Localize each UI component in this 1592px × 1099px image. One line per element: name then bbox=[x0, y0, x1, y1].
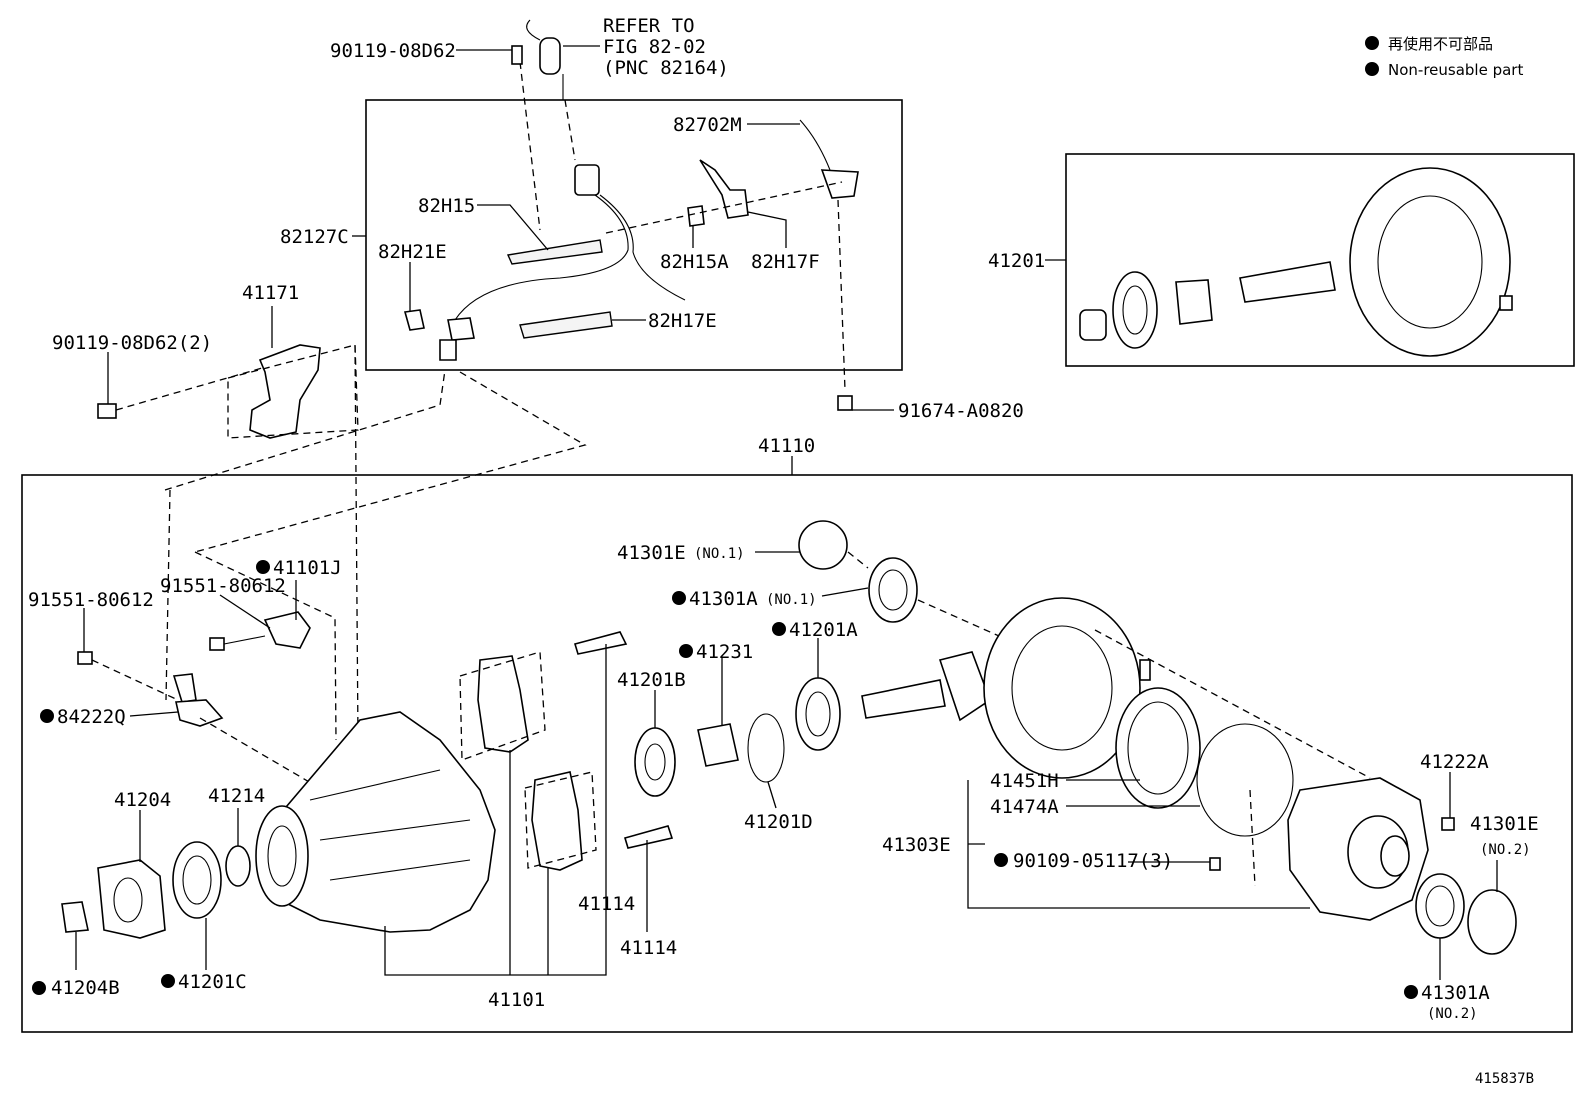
pinion-bearing-stack bbox=[634, 520, 1009, 797]
bolt-icon bbox=[209, 637, 225, 651]
bolt-icon bbox=[1499, 295, 1513, 311]
label-91551-80612-a: 91551-80612 bbox=[28, 589, 154, 611]
non-reusable-dot-icon bbox=[679, 644, 693, 658]
label-41222a: 41222A bbox=[1420, 751, 1489, 773]
bolt-icon bbox=[1209, 857, 1221, 871]
label-41201b: 41201B bbox=[617, 669, 686, 691]
non-reusable-dot-icon bbox=[994, 853, 1008, 867]
sensor-rotor bbox=[1094, 629, 1371, 887]
differential-assembly-frame bbox=[21, 474, 1573, 1033]
carrier-housing bbox=[255, 711, 496, 933]
refer-line-1: REFER TO bbox=[603, 15, 695, 37]
label-41301e-no1: 41301E bbox=[617, 542, 686, 564]
figure-id: 415837B bbox=[1475, 1071, 1534, 1087]
note-no1-b: (NO.1) bbox=[766, 592, 817, 608]
label-82h17e: 82H17E bbox=[648, 310, 717, 332]
label-84222q: 84222Q bbox=[57, 706, 126, 728]
legend: 再使用不可部品 Non-reusable part bbox=[1365, 35, 1523, 79]
label-41201: 41201 bbox=[988, 250, 1045, 272]
bolt-icon bbox=[511, 45, 523, 65]
refer-line-3: (PNC 82164) bbox=[603, 57, 729, 79]
label-41231: 41231 bbox=[696, 641, 753, 663]
label-82h15a: 82H15A bbox=[660, 251, 729, 273]
label-41214: 41214 bbox=[208, 785, 265, 807]
label-91551-80612-b: 91551-80612 bbox=[160, 575, 286, 597]
label-41201a: 41201A bbox=[789, 619, 858, 641]
speed-sensor-area bbox=[77, 344, 587, 801]
label-90109-05117: 90109-05117(3) bbox=[1013, 850, 1173, 872]
part-labels: 90119-08D62 82702M 82H15 82127C 82H21E 8… bbox=[28, 40, 1539, 1022]
differential-case bbox=[1209, 777, 1517, 955]
leader-lines bbox=[75, 49, 1498, 980]
non-reusable-markers bbox=[32, 560, 1418, 999]
legend-english: Non-reusable part bbox=[1388, 61, 1523, 79]
label-82h21e: 82H21E bbox=[378, 241, 447, 263]
sensor-harness-frame bbox=[365, 99, 903, 371]
bolt-icon bbox=[1441, 817, 1455, 831]
label-41474a: 41474A bbox=[990, 796, 1059, 818]
label-41110: 41110 bbox=[758, 435, 815, 457]
label-41204b: 41204B bbox=[51, 977, 120, 999]
label-90119-08d62-top: 90119-08D62 bbox=[330, 40, 456, 62]
note-no2-a: (NO.2) bbox=[1480, 842, 1531, 858]
bolt-icon bbox=[837, 395, 853, 411]
label-91674-a0820: 91674-A0820 bbox=[898, 400, 1024, 422]
refer-line-2: FIG 82-02 bbox=[603, 36, 706, 58]
label-82127c: 82127C bbox=[280, 226, 349, 248]
note-no2-b: (NO.2) bbox=[1427, 1006, 1478, 1022]
non-reusable-dot-icon bbox=[1365, 62, 1379, 76]
ring-pinion-set bbox=[1079, 167, 1513, 357]
label-41201d: 41201D bbox=[744, 811, 813, 833]
label-41204: 41204 bbox=[114, 789, 171, 811]
non-reusable-dot-icon bbox=[672, 591, 686, 605]
label-82h15: 82H15 bbox=[418, 195, 475, 217]
label-41201c: 41201C bbox=[178, 971, 247, 993]
label-41114-a: 41114 bbox=[578, 893, 635, 915]
label-41451h: 41451H bbox=[990, 770, 1059, 792]
label-82h17f: 82H17F bbox=[751, 251, 820, 273]
bearing-caps bbox=[459, 651, 597, 871]
bolt-icon bbox=[77, 651, 93, 665]
label-41114-b: 41114 bbox=[620, 937, 677, 959]
wire-harness-top bbox=[511, 19, 576, 231]
studs bbox=[573, 631, 674, 849]
non-reusable-dot-icon bbox=[40, 709, 54, 723]
label-41101j: 41101J bbox=[273, 557, 342, 579]
label-41301e-no2: 41301E bbox=[1470, 813, 1539, 835]
refer-note: REFER TO FIG 82-02 (PNC 82164) bbox=[563, 15, 729, 79]
label-41303e: 41303E bbox=[882, 834, 951, 856]
non-reusable-dot-icon bbox=[772, 622, 786, 636]
non-reusable-dot-icon bbox=[256, 560, 270, 574]
label-90119-08d62-2: 90119-08D62(2) bbox=[52, 332, 212, 354]
label-41171: 41171 bbox=[242, 282, 299, 304]
sensor-harness-parts bbox=[403, 119, 859, 391]
non-reusable-dot-icon bbox=[1404, 985, 1418, 999]
non-reusable-dot-icon bbox=[32, 981, 46, 995]
non-reusable-dot-icon bbox=[161, 974, 175, 988]
bracket-41171 bbox=[97, 344, 359, 439]
non-reusable-dot-icon bbox=[1365, 36, 1379, 50]
ring-gear-main bbox=[861, 597, 1141, 779]
note-no1-a: (NO.1) bbox=[694, 546, 745, 562]
legend-japanese: 再使用不可部品 bbox=[1388, 35, 1493, 53]
front-flange-parts bbox=[61, 841, 251, 939]
label-82702m: 82702M bbox=[673, 114, 742, 136]
bolt-icon bbox=[97, 403, 117, 419]
label-41101: 41101 bbox=[488, 989, 545, 1011]
label-41301a-no1: 41301A bbox=[689, 588, 758, 610]
bolt-91674 bbox=[837, 395, 853, 411]
label-41301a-no2: 41301A bbox=[1421, 982, 1490, 1004]
